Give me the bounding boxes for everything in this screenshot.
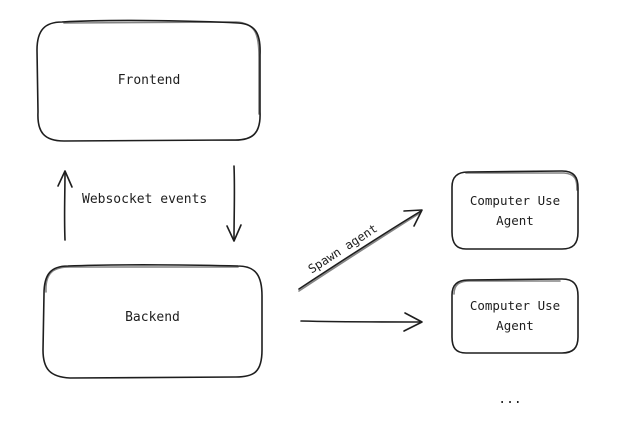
websocket-down-arrow[interactable] (226, 165, 242, 242)
backend-box[interactable] (42, 264, 263, 379)
websocket-up-arrow[interactable] (57, 170, 73, 241)
frontend-label: Frontend (117, 73, 181, 88)
spawn-agent-arrow[interactable] (298, 209, 423, 292)
agent-box-2[interactable] (451, 278, 579, 354)
agent-2-label-line1: Computer Use (469, 298, 561, 313)
agent-1-label-line1: Computer Use (469, 193, 561, 208)
agent-2-label-line2: Agent (496, 318, 534, 333)
agent-1-label-line2: Agent (496, 213, 534, 228)
backend-to-agent-arrow[interactable] (300, 312, 423, 332)
more-agents-ellipsis: ... (498, 392, 522, 407)
backend-label: Backend (125, 310, 180, 325)
websocket-events-label: Websocket events (82, 192, 208, 207)
agent-2-label: Computer Use Agent (452, 296, 578, 336)
frontend-box[interactable] (36, 19, 261, 142)
agent-box-1[interactable] (451, 170, 579, 250)
agent-1-label: Computer Use Agent (452, 191, 578, 231)
